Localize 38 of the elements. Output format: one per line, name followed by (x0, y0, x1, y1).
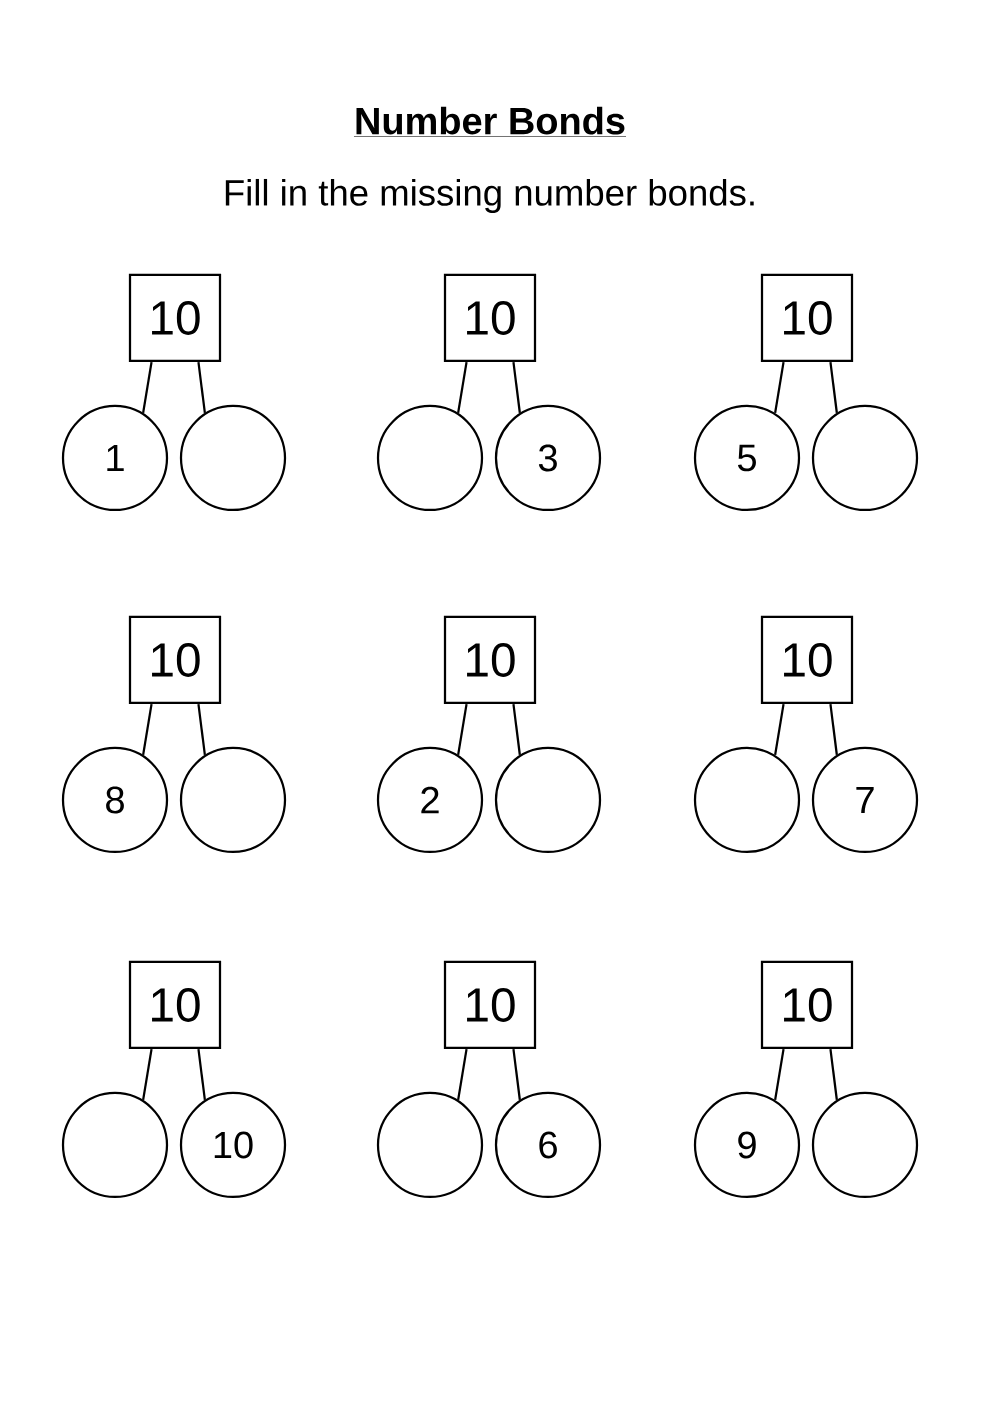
connector-line (774, 1048, 785, 1101)
connector-line (197, 1048, 206, 1101)
number-box: 10 (760, 273, 854, 363)
number-box: 10 (128, 273, 222, 363)
empty-circle (376, 1091, 484, 1199)
empty-circle (811, 1091, 919, 1199)
connector-line (512, 703, 521, 756)
empty-circle (179, 404, 287, 512)
connector-line (142, 361, 153, 414)
empty-circle (376, 404, 484, 512)
connector-line (142, 703, 153, 756)
number-box: 10 (443, 273, 537, 363)
connector-line (457, 1048, 468, 1101)
empty-circle (693, 746, 801, 854)
empty-circle (179, 746, 287, 854)
number-box: 10 (128, 960, 222, 1050)
number-box: 10 (760, 960, 854, 1050)
connector-line (512, 1048, 521, 1101)
connector-line (829, 703, 838, 756)
connector-line (457, 361, 468, 414)
number-box: 10 (128, 615, 222, 705)
connector-line (197, 703, 206, 756)
empty-circle (61, 1091, 169, 1199)
connector-line (197, 361, 206, 414)
title: Number Bonds (353, 106, 627, 137)
number-box: 10 (443, 615, 537, 705)
number-box: 10 (443, 960, 537, 1050)
number-box: 10 (760, 615, 854, 705)
instruction-text: Fill in the missing number bonds. (225, 178, 754, 214)
empty-circle (811, 404, 919, 512)
connector-line (512, 361, 521, 414)
connector-line (457, 703, 468, 756)
connector-line (829, 361, 838, 414)
connector-line (829, 1048, 838, 1101)
connector-line (774, 703, 785, 756)
empty-circle (494, 746, 602, 854)
connector-line (142, 1048, 153, 1101)
connector-line (774, 361, 785, 414)
